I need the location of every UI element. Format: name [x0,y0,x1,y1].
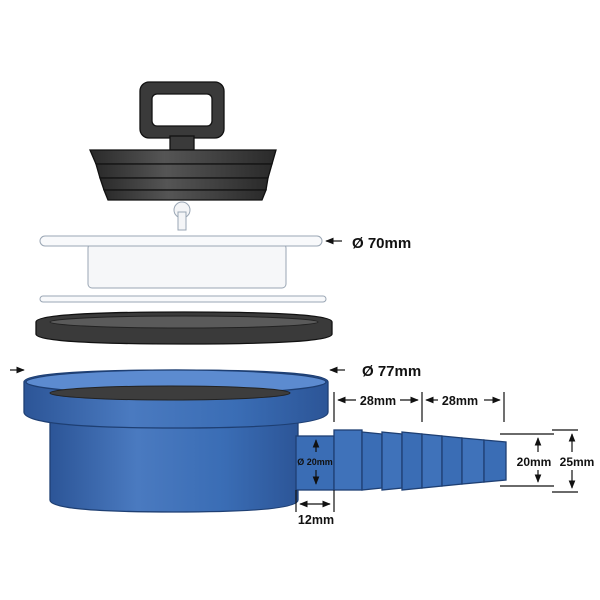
outlet-inner-diameter-dimension: Ø 20mm [297,439,333,485]
strainer-lid [39,235,323,289]
hose-tail [333,429,507,491]
outlet-end-diameter-dimensions: 20mm 25mm [500,429,595,493]
sealing-ring [35,311,333,345]
outlet-stub-length-label: 12mm [298,513,334,527]
flat-washer [39,295,327,303]
stopper-pull-handle-icon [139,81,225,151]
outlet-step-1-label: 28mm [360,394,396,408]
lid-diameter-label: Ø 70mm [352,235,411,252]
rim-diameter-label: Ø 77mm [362,363,421,380]
outlet-inner-diameter-label: Ø 20mm [297,457,333,467]
rim-diameter-dimension: Ø 77mm [10,363,421,380]
centre-pin [173,201,191,231]
outlet-step-2-label: 28mm [442,394,478,408]
lid-diameter-dimension: Ø 70mm [325,235,411,252]
stopper-plug [89,81,277,201]
outlet-large-diameter-label: 25mm [560,455,595,469]
outlet-small-diameter-label: 20mm [517,455,552,469]
outlet-stub-length-dimension: 12mm [295,490,335,527]
strainer-body [23,369,335,513]
outlet-step-dimensions: 28mm 28mm [333,392,505,422]
